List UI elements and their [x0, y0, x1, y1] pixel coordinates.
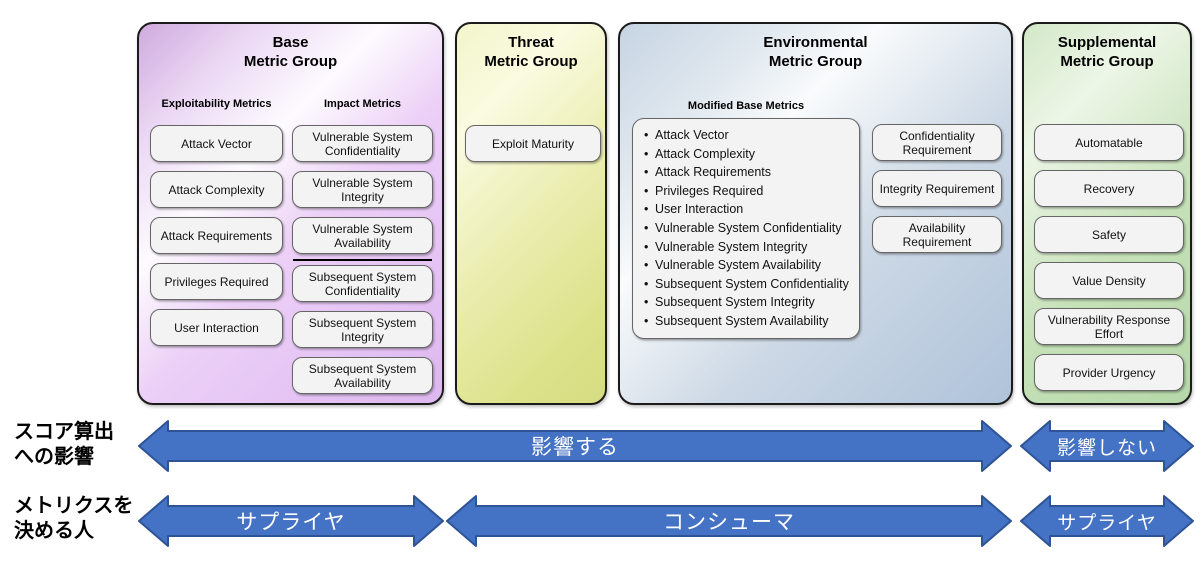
double-arrow-shape [138, 495, 444, 547]
supplier-arrow-right-label: サプライヤ [1057, 512, 1157, 534]
affects-score-arrow-label: 影響する [531, 436, 619, 459]
modified-metric-item: Vulnerable System Confidentiality [644, 219, 853, 238]
metric-box-user-interaction: User Interaction [150, 309, 283, 346]
modified-metric-item: Subsequent System Integrity [644, 293, 853, 312]
metric-box-vulnerable-system-confidentiality: Vulnerable System Confidentiality [292, 125, 433, 162]
modified-metric-item: User Interaction [644, 200, 853, 219]
not-affects-score-arrow-label: 影響しない [1056, 437, 1157, 459]
metric-box-attack-vector: Attack Vector [150, 125, 283, 162]
double-arrow-shape [1020, 420, 1194, 472]
consumer-arrow-label: コンシューマ [663, 511, 795, 534]
not-affects-score-arrow: 影響しない [1020, 419, 1194, 473]
exploitability-metrics-label: Exploitability Metrics [161, 98, 272, 110]
supplemental-group-title: Supplemental Metric Group [1057, 34, 1157, 70]
double-arrow-shape [446, 495, 1012, 547]
supplemental-metric-group-panel: Supplemental Metric Group Automatable Re… [1022, 22, 1192, 405]
score-impact-row-label: スコア算出 への影響 [14, 421, 114, 468]
modified-metric-item: Attack Complexity [644, 145, 853, 164]
metric-box-vulnerable-system-integrity: Vulnerable System Integrity [292, 171, 433, 208]
modified-metric-item: Attack Requirements [644, 163, 853, 182]
metric-box-attack-complexity: Attack Complexity [150, 171, 283, 208]
double-arrow-shape [138, 420, 1012, 472]
metric-box-exploit-maturity: Exploit Maturity [465, 125, 601, 162]
modified-metric-item: Subsequent System Confidentiality [644, 275, 853, 294]
metric-box-privileges-required: Privileges Required [150, 263, 283, 300]
modified-metric-item: Privileges Required [644, 182, 853, 201]
modified-base-metrics-label: Modified Base Metrics [687, 100, 805, 112]
modified-base-metrics-section: Modified Base Metrics Attack Vector Atta… [632, 100, 860, 339]
metric-box-confidentiality-requirement: Confidentiality Requirement [872, 124, 1002, 161]
threat-metric-group-panel: Threat Metric Group Exploit Maturity [455, 22, 607, 405]
environmental-metric-group-panel: Environmental Metric Group Modified Base… [618, 22, 1013, 405]
modified-metric-item: Subsequent System Availability [644, 312, 853, 331]
impact-metrics-column: Impact Metrics Vulnerable System Confide… [292, 98, 433, 394]
supplier-arrow-left: サプライヤ [138, 494, 444, 548]
supplier-arrow-left-label: サプライヤ [236, 511, 346, 534]
affects-score-arrow: 影響する [138, 419, 1012, 473]
metric-box-value-density: Value Density [1034, 262, 1184, 299]
exploitability-metrics-column: Exploitability Metrics Attack Vector Att… [150, 98, 283, 346]
threat-group-title: Threat Metric Group [484, 34, 578, 70]
consumer-arrow: コンシューマ [446, 494, 1012, 548]
metric-decider-row-label: メトリクスを 決める人 [14, 495, 134, 542]
metric-box-attack-requirements: Attack Requirements [150, 217, 283, 254]
metric-box-availability-requirement: Availability Requirement [872, 216, 1002, 253]
impact-metrics-label: Impact Metrics [323, 98, 402, 110]
metric-box-automatable: Automatable [1034, 124, 1184, 161]
metric-box-subsequent-system-integrity: Subsequent System Integrity [292, 311, 433, 348]
double-arrow-shape [1020, 495, 1194, 547]
threat-metrics-column: Exploit Maturity [465, 125, 601, 162]
modified-base-metrics-list: Attack Vector Attack Complexity Attack R… [642, 126, 853, 331]
metric-box-vulnerable-system-availability: Vulnerable System Availability [292, 217, 433, 254]
base-group-title: Base Metric Group [243, 34, 338, 70]
metric-box-subsequent-system-availability: Subsequent System Availability [292, 357, 433, 394]
metric-box-subsequent-system-confidentiality: Subsequent System Confidentiality [292, 265, 433, 302]
metric-box-recovery: Recovery [1034, 170, 1184, 207]
environmental-group-title: Environmental Metric Group [763, 34, 868, 70]
metric-box-safety: Safety [1034, 216, 1184, 253]
requirement-metrics-column: Confidentiality Requirement Integrity Re… [872, 124, 1002, 253]
modified-base-metrics-box: Attack Vector Attack Complexity Attack R… [632, 118, 860, 339]
modified-metric-item: Vulnerable System Availability [644, 256, 853, 275]
modified-metric-item: Attack Vector [644, 126, 853, 145]
supplemental-metrics-column: Automatable Recovery Safety Value Densit… [1034, 124, 1184, 391]
metric-box-vulnerability-response-effort: Vulnerability Response Effort [1034, 308, 1184, 345]
metric-box-integrity-requirement: Integrity Requirement [872, 170, 1002, 207]
impact-metrics-separator [293, 258, 432, 261]
base-metric-group-panel: Base Metric Group Exploitability Metrics… [137, 22, 444, 405]
modified-metric-item: Vulnerable System Integrity [644, 238, 853, 257]
metric-box-provider-urgency: Provider Urgency [1034, 354, 1184, 391]
supplier-arrow-right: サプライヤ [1020, 494, 1194, 548]
